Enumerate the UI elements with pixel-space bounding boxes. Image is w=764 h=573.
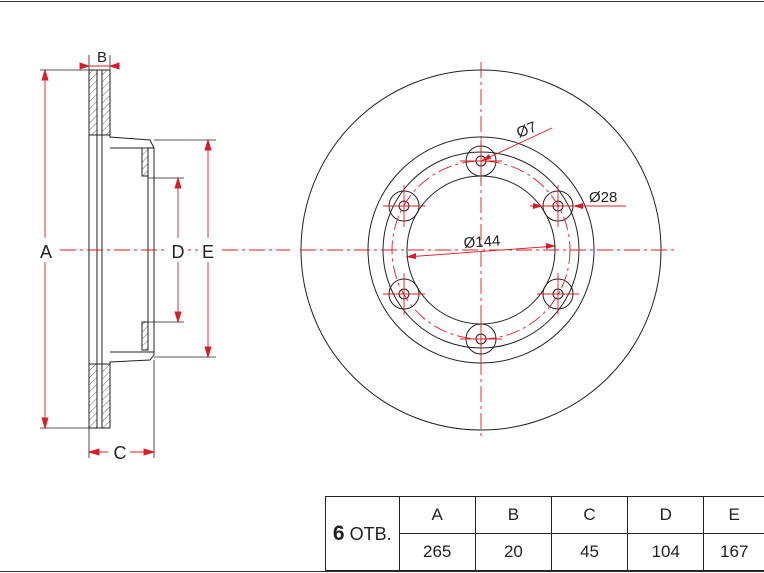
header-d: D (627, 496, 705, 534)
dim-label-b: B (97, 49, 107, 66)
dim-label-e: E (202, 242, 214, 262)
hatch-outer-top (88, 69, 98, 136)
side-view (40, 55, 216, 458)
front-dim-labels: Ø7 Ø28 Ø144 (463, 118, 617, 252)
dim-label-d: D (172, 242, 185, 262)
holes-count: 6 (332, 521, 345, 545)
header-a: A (398, 496, 476, 534)
holes-unit: ОТВ. (344, 523, 392, 544)
side-outline (88, 69, 155, 429)
label-bolt-hole: Ø7 (514, 118, 539, 141)
dim-label-a: A (40, 242, 52, 262)
header-c: C (550, 496, 629, 534)
label-stud-hole: Ø28 (589, 189, 617, 206)
label-pcd: Ø144 (463, 232, 501, 252)
header-b: B (474, 496, 552, 534)
spec-table: 6 ОТВ. A B C D E 265 20 45 104 167 (325, 496, 764, 571)
value-e: 167 (703, 533, 764, 571)
side-dim-labels: A B C D E (36, 49, 218, 464)
value-d: 104 (627, 533, 705, 571)
hatch-outer-bottom (88, 363, 98, 429)
value-c: 45 (550, 533, 629, 571)
holes-cell: 6 ОТВ. (325, 496, 400, 571)
value-a: 265 (398, 533, 476, 571)
value-b: 20 (474, 533, 552, 571)
hatch-inner-top (101, 69, 111, 136)
hatch-inner-bottom (101, 363, 111, 429)
frame-bottom-line (0, 571, 764, 572)
front-centerlines (300, 62, 676, 440)
header-e: E (703, 496, 764, 534)
dim-label-c: C (114, 443, 127, 463)
side-dimensions (41, 62, 290, 456)
brake-disc-drawing: A B C D E (36, 49, 676, 464)
frame-top-line (0, 1, 764, 2)
